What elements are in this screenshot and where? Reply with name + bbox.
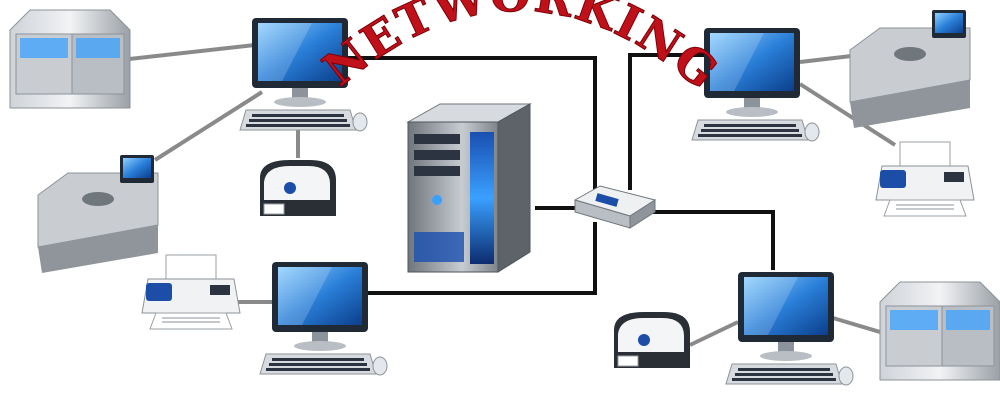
lab-analyzer-icon [9,9,131,109]
label-printer-icon [613,311,691,369]
link-computer-to-printer [798,82,897,147]
link-analyzer-to-computer [119,43,256,62]
gray-links [119,43,897,347]
network-wires [345,53,775,295]
wire-top-left [345,56,597,195]
lab-bench-analyzer-icon [849,9,971,129]
network-switch-icon [573,185,657,229]
link-labelprinter-to-computer [689,320,739,347]
computer-icon [725,271,854,386]
lab-analyzer-icon [879,281,1000,381]
wire-bottom-right [650,210,775,270]
wire-bottom-left [368,222,597,295]
networking-title-text: NETWORKING [312,0,727,101]
label-printer-icon [259,159,337,217]
link-bench-to-computer [153,90,264,162]
laser-printer-icon [141,254,241,330]
networking-title: NETWORKING [313,0,729,100]
computer-icon [259,261,388,376]
lab-bench-analyzer-icon [37,154,159,274]
laser-printer-icon [875,141,975,217]
server-tower-icon [406,103,532,273]
wire-top-right [628,53,705,190]
